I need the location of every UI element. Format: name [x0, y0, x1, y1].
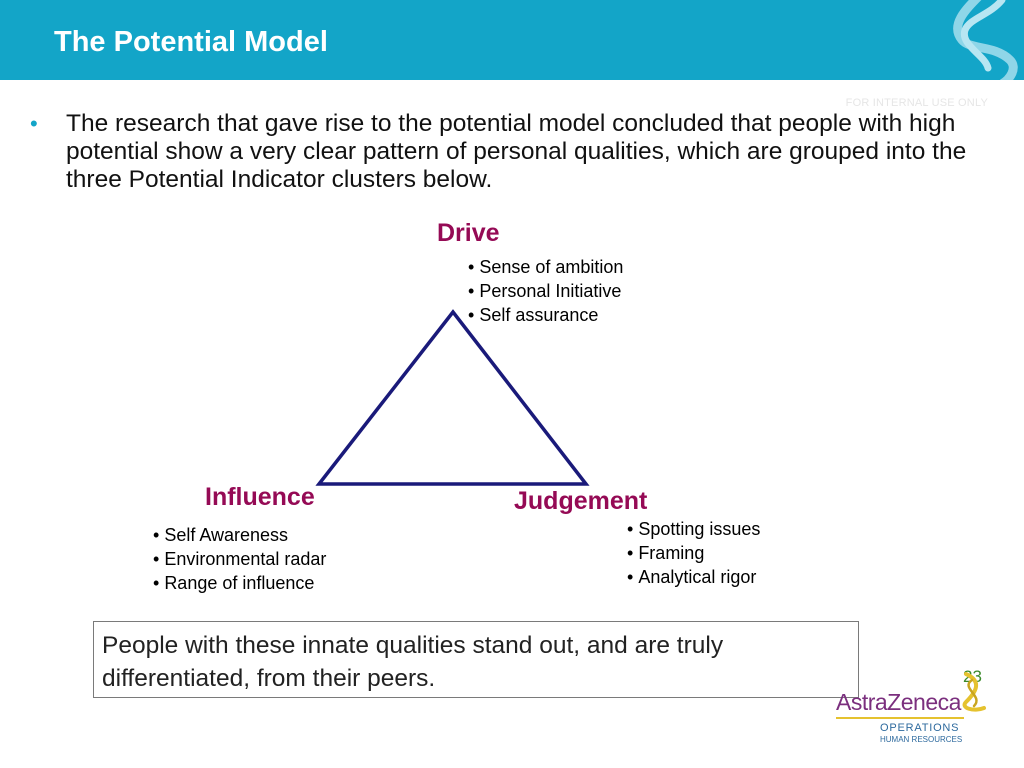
department-name: HUMAN RESOURCES	[880, 735, 963, 744]
company-name: AstraZeneca	[836, 689, 961, 715]
influence-title: Influence	[205, 483, 315, 511]
astrazeneca-helix-icon	[953, 0, 1018, 80]
potential-triangle	[315, 309, 590, 486]
division-name: OPERATIONS	[880, 722, 960, 734]
judgement-list: Spotting issues Framing Analytical rigor	[627, 517, 760, 589]
drive-item: Personal Initiative	[468, 279, 623, 303]
influence-item: Environmental radar	[153, 547, 326, 571]
drive-item: Self assurance	[468, 303, 623, 327]
logo-divider	[836, 717, 964, 719]
callout-box: People with these innate qualities stand…	[93, 621, 859, 698]
drive-item: Sense of ambition	[468, 255, 623, 279]
intro-paragraph: The research that gave rise to the poten…	[66, 110, 967, 193]
astrazeneca-logo-icon	[962, 672, 986, 712]
drive-title: Drive	[437, 219, 500, 247]
judgement-item: Spotting issues	[627, 517, 760, 541]
header-bar: The Potential Model	[0, 0, 1024, 80]
classification-label: FOR INTERNAL USE ONLY	[845, 97, 988, 109]
drive-list: Sense of ambition Personal Initiative Se…	[468, 255, 623, 327]
influence-item: Self Awareness	[153, 523, 326, 547]
slide-title: The Potential Model	[54, 26, 328, 58]
bullet-icon: •	[30, 111, 38, 136]
influence-item: Range of influence	[153, 571, 326, 595]
judgement-title: Judgement	[514, 487, 648, 515]
influence-list: Self Awareness Environmental radar Range…	[153, 523, 326, 595]
judgement-item: Framing	[627, 541, 760, 565]
judgement-item: Analytical rigor	[627, 565, 760, 589]
